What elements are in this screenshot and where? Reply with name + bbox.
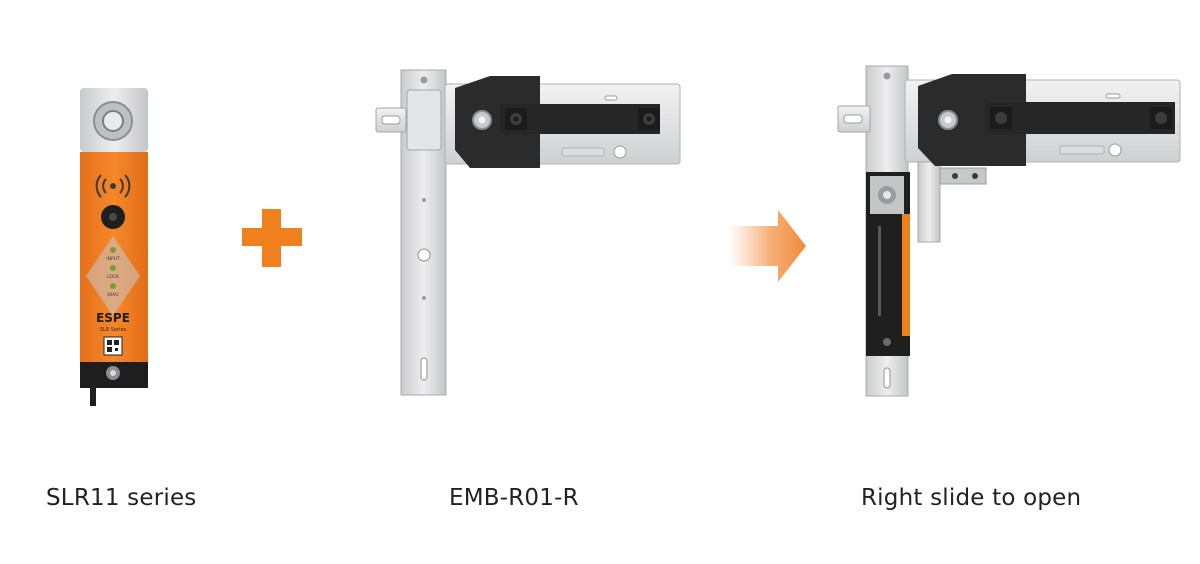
plus-icon bbox=[242, 209, 302, 267]
qr-code bbox=[103, 336, 123, 356]
actuator-block bbox=[455, 76, 540, 168]
led-diag bbox=[110, 283, 116, 289]
caption-slr11-series: SLR11 series bbox=[46, 485, 197, 511]
led-lock-label: LOCK bbox=[107, 274, 120, 280]
device-cable bbox=[90, 388, 96, 406]
device-series: SLR Series bbox=[100, 327, 127, 333]
led-input-label: INPUT bbox=[106, 256, 120, 262]
rfid-wave-icon bbox=[95, 174, 131, 198]
slr11-device: INPUT LOCK DIAG ESPE SLR Series bbox=[80, 88, 148, 406]
led-lock bbox=[110, 265, 116, 271]
caption-emb-r01-r: EMB-R01-R bbox=[449, 485, 579, 511]
assembled-unit bbox=[837, 65, 1181, 397]
arrow-right-icon bbox=[728, 210, 806, 282]
device-led-panel bbox=[86, 236, 140, 316]
led-diag-label: DIAG bbox=[107, 292, 119, 298]
emb-r01-r-bracket bbox=[375, 69, 681, 396]
caption-right-slide-to-open: Right slide to open bbox=[861, 485, 1082, 511]
device-brand: ESPE bbox=[96, 311, 130, 325]
led-input bbox=[110, 247, 116, 253]
